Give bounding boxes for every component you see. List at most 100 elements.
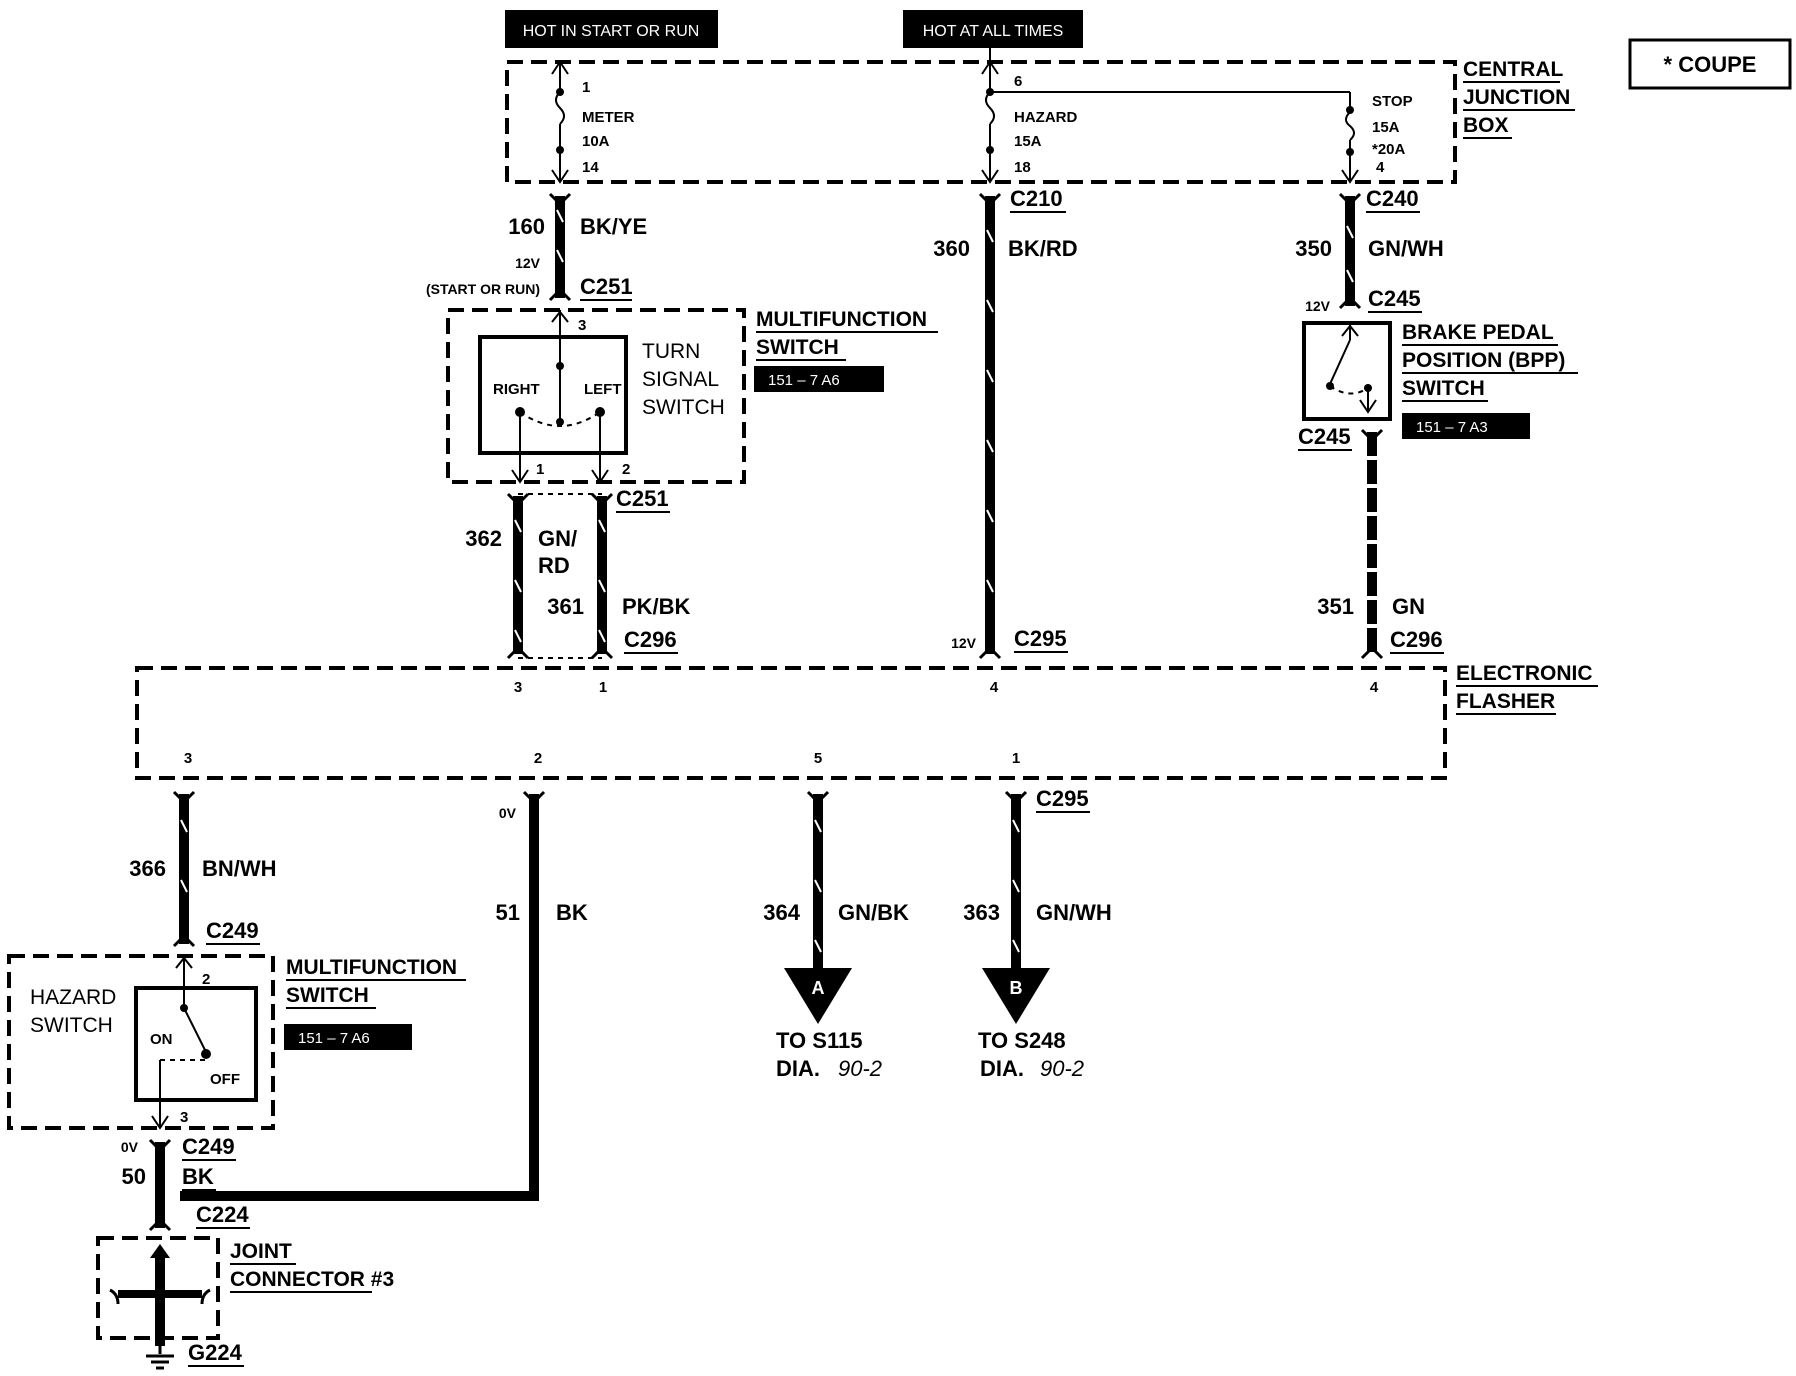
voltage-12v-c295: 12V — [951, 635, 977, 651]
multifunction-switch-bottom-box — [7, 954, 275, 1130]
turn-signal-pin-right: 1 — [536, 461, 544, 478]
turn-signal-switch-label-2: SIGNAL — [642, 368, 719, 391]
meter-fuse-pin-in: 1 — [582, 79, 590, 96]
arrow-b-dia-ref: 90-2 — [1040, 1056, 1084, 1081]
start-or-run-label: (START OR RUN) — [426, 281, 540, 297]
wire-160 — [548, 192, 572, 302]
hazard-switch-label-1: HAZARD — [30, 986, 116, 1009]
hazard-switch-box — [134, 986, 258, 1102]
multifunction-switch-bottom-ref-box — [284, 1024, 412, 1050]
wire-366-color: BN/WH — [202, 856, 277, 881]
hazard-fuse-pin-out: 18 — [1014, 159, 1031, 176]
turn-signal-switch-label-1: TURN — [642, 340, 700, 363]
flasher-top-pin-3: 4 — [990, 679, 999, 696]
voltage-0v-flasher: 0V — [499, 805, 517, 821]
multifunction-switch-top-box — [446, 308, 746, 484]
stop-fuse — [1341, 92, 1359, 184]
wire-364 — [806, 790, 830, 972]
turn-signal-switch-contacts — [511, 310, 609, 484]
flasher-top-pin-2: 1 — [599, 679, 607, 696]
joint-connector-title-1: JOINT — [230, 1240, 292, 1263]
wire-160-color: BK/YE — [580, 214, 647, 239]
voltage-0v-c249: 0V — [121, 1139, 139, 1155]
hot-all-times-label: HOT AT ALL TIMES — [923, 23, 1064, 40]
connector-c245-top: C245 — [1368, 286, 1421, 311]
wire-364-circuit: 364 — [763, 900, 800, 925]
wire-361 — [590, 492, 614, 660]
multifunction-switch-top-ref-box — [754, 366, 884, 392]
hazard-switch-pin-top: 2 — [202, 971, 210, 988]
multifunction-switch-bottom-title-1: MULTIFUNCTION — [286, 956, 457, 979]
connector-c249-top: C249 — [206, 918, 259, 943]
wire-160-circuit: 160 — [508, 214, 545, 239]
wire-50 — [148, 1138, 172, 1232]
wire-363-color: GN/WH — [1036, 900, 1112, 925]
connector-c245-bottom: C245 — [1298, 424, 1351, 449]
wire-360-color: BK/RD — [1008, 236, 1078, 261]
arrow-a-letter: A — [812, 978, 825, 998]
hot-start-run-label: HOT IN START OR RUN — [523, 23, 700, 40]
cjb-title-1: CENTRAL — [1463, 58, 1563, 81]
wire-362-color-1: GN/ — [538, 526, 577, 551]
central-junction-box — [505, 60, 1457, 184]
arrow-a-dia-ref: 90-2 — [838, 1056, 882, 1081]
flasher-bottom-pin-3: 5 — [814, 750, 822, 767]
coupe-note-box — [1628, 38, 1792, 90]
flasher-bottom-pin-1: 3 — [184, 750, 192, 767]
arrow-a-to: TO S115 — [776, 1028, 862, 1053]
meter-fuse-name: METER — [582, 109, 635, 126]
turn-signal-left: LEFT — [584, 381, 622, 398]
multifunction-switch-top-title-2: SWITCH — [756, 336, 839, 359]
hazard-fuse-rating: 15A — [1014, 133, 1042, 150]
joint-connector-title-2: CONNECTOR #3 — [230, 1268, 394, 1291]
wire-360 — [978, 192, 1002, 660]
wire-366 — [172, 790, 196, 948]
meter-fuse-rating: 10A — [582, 133, 610, 150]
wire-51-circuit: 51 — [496, 900, 520, 925]
wire-50-circuit: 50 — [122, 1164, 146, 1189]
ground-symbol — [146, 1346, 174, 1370]
wire-366-circuit: 366 — [129, 856, 166, 881]
hazard-fuse-name: HAZARD — [1014, 109, 1077, 126]
ground-g224: G224 — [188, 1340, 243, 1365]
hot-all-times-banner — [903, 10, 1083, 48]
connector-c296-left: C296 — [624, 627, 677, 652]
stop-fuse-rating-alt: *20A — [1372, 141, 1406, 158]
wire-362-color-2: RD — [538, 553, 570, 578]
arrow-a — [784, 968, 852, 1024]
arrow-a-dia: DIA. — [776, 1056, 820, 1081]
turn-signal-pin-left: 2 — [622, 461, 630, 478]
hazard-fuse — [981, 48, 1350, 184]
wire-351-color: GN — [1392, 594, 1425, 619]
wire-50-color: BK — [182, 1164, 214, 1189]
stop-fuse-rating: 15A — [1372, 119, 1400, 136]
flasher-bottom-pin-4: 1 — [1012, 750, 1020, 767]
coupe-note: * COUPE — [1664, 52, 1757, 77]
wire-364-color: GN/BK — [838, 900, 909, 925]
hazard-switch-pin-bottom: 3 — [180, 1109, 188, 1126]
wire-51 — [180, 790, 546, 1201]
meter-fuse — [551, 60, 569, 184]
arrow-b-letter: B — [1010, 978, 1023, 998]
wire-362 — [506, 492, 530, 660]
wire-351 — [1360, 428, 1384, 660]
voltage-12v-start-run: 12V — [515, 255, 541, 271]
hazard-switch-on: ON — [150, 1031, 173, 1048]
hazard-switch-label-2: SWITCH — [30, 1014, 113, 1037]
wire-362-circuit: 362 — [465, 526, 502, 551]
hazard-switch-off: OFF — [210, 1071, 240, 1088]
wire-51-color: BK — [556, 900, 588, 925]
connector-c240: C240 — [1366, 186, 1419, 211]
wire-361-circuit: 361 — [547, 594, 584, 619]
connector-c296-right: C296 — [1390, 627, 1443, 652]
wire-363 — [1004, 790, 1028, 972]
electronic-flasher-title-2: FLASHER — [1456, 690, 1555, 713]
turn-signal-pin-top: 3 — [578, 317, 586, 334]
multifunction-switch-bottom-title-2: SWITCH — [286, 984, 369, 1007]
wire-350-circuit: 350 — [1295, 236, 1332, 261]
bpp-switch-contacts — [1326, 323, 1377, 414]
connector-c251-bottom: C251 — [616, 486, 669, 511]
bpp-switch-box — [1302, 321, 1392, 421]
bpp-switch-ref-box — [1402, 413, 1530, 439]
